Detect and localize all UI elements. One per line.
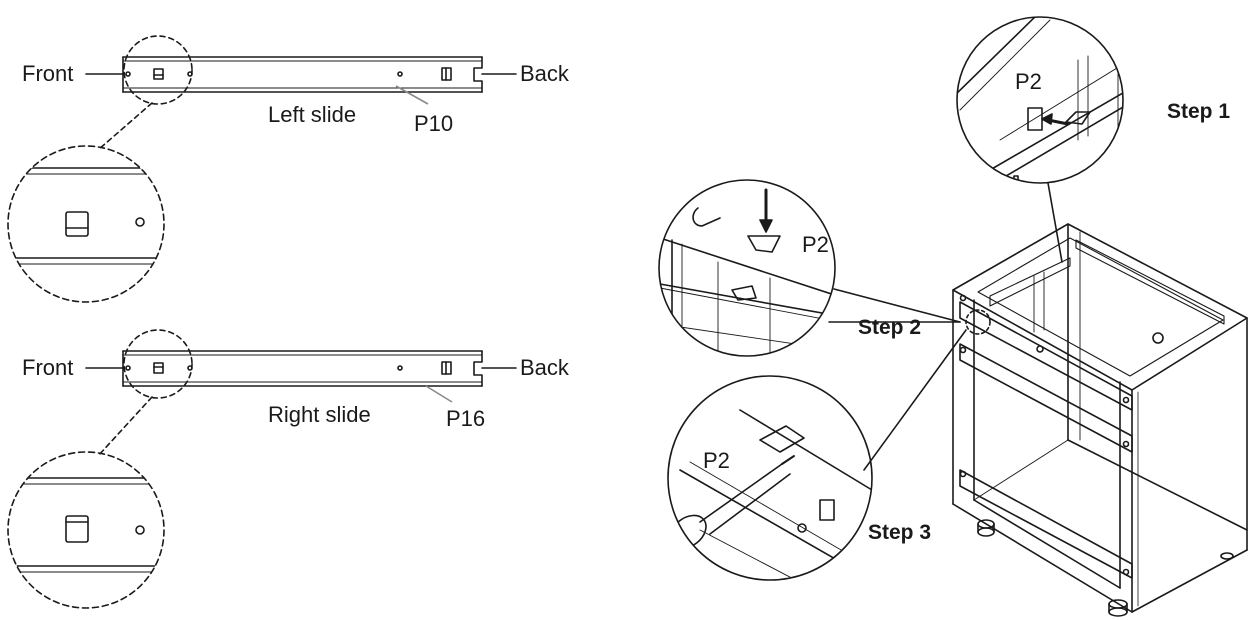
left-part-label: P10 [414, 111, 454, 136]
left-slide-label: Left slide [268, 102, 357, 127]
step-1-label: Step 1 [1167, 100, 1231, 123]
right-front-label: Front [22, 355, 74, 380]
p10-leader [395, 85, 429, 105]
left-slide-rail [122, 56, 483, 93]
rack-cabinet [952, 223, 1248, 617]
left-callout-circle [7, 35, 193, 303]
right-part-label: P16 [446, 406, 486, 431]
step-3-part-label: P2 [703, 448, 730, 473]
right-slide-label: Right slide [268, 402, 371, 427]
left-back-label: Back [520, 61, 569, 86]
right-slide-rail [122, 350, 483, 387]
step-1-magnifier [956, 16, 1124, 263]
step-3-label: Step 3 [868, 521, 932, 544]
step-3-magnifier [667, 329, 967, 581]
step-2-label: Step 2 [858, 316, 922, 339]
step-1-part-label: P2 [1015, 69, 1042, 94]
right-callout-circle [7, 329, 193, 609]
right-back-label: Back [520, 355, 569, 380]
left-front-label: Front [22, 61, 74, 86]
step-2-part-label: P2 [802, 232, 829, 257]
left-zoom-detail [8, 167, 164, 265]
right-zoom-detail [8, 477, 164, 573]
p16-leader [425, 385, 453, 403]
